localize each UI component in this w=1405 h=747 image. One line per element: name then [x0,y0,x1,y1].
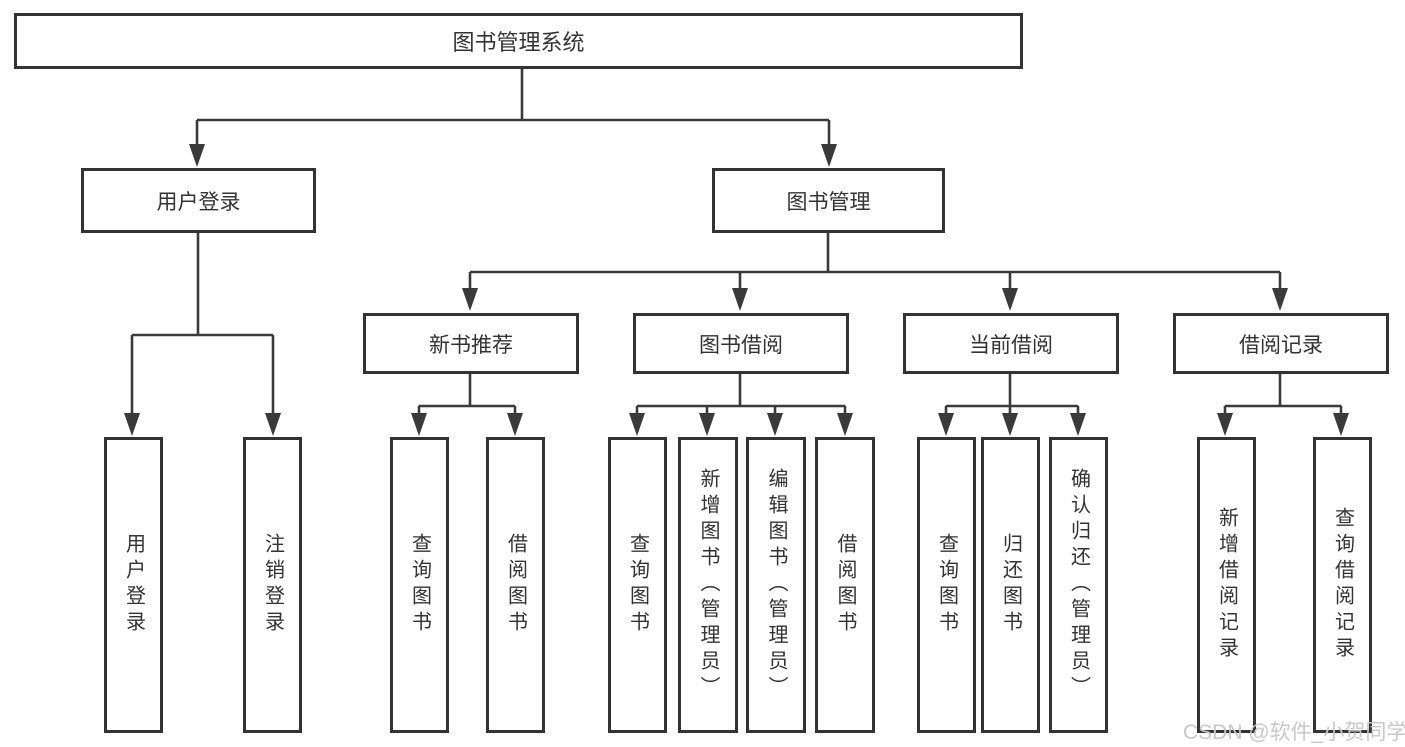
arrow-down-icon [1070,413,1086,436]
node-library-management-system: 图书管理系统 [14,13,1023,69]
node-label: 借阅图书 [834,533,856,637]
arrow-down-icon [821,144,837,167]
node-leaf-borrow-book-2: 借阅图书 [815,437,875,733]
arrow-down-icon [1333,413,1349,436]
node-borrow-record: 借阅记录 [1173,313,1389,374]
arrow-down-icon [1272,288,1288,311]
node-label: 图书管理 [786,190,871,214]
arrow-down-icon [699,413,715,436]
node-new-book-recommend: 新书推荐 [363,313,579,374]
node-label: 借阅记录 [1239,333,1323,357]
node-label: 新增图书（管理员） [697,468,719,702]
node-label: 确认归还（管理员） [1067,468,1090,702]
arrow-down-icon [507,413,523,436]
arrow-down-icon [1217,413,1233,436]
node-label: 查询图书 [935,533,958,637]
node-label: 图书借阅 [699,333,783,357]
node-leaf-confirm-return-admin: 确认归还（管理员） [1049,437,1108,733]
arrow-down-icon [629,413,645,436]
node-leaf-user-login: 用户登录 [104,437,163,733]
node-leaf-query-book-1: 查询图书 [390,437,449,733]
node-leaf-query-book-3: 查询图书 [917,437,976,733]
node-leaf-logout: 注销登录 [243,437,302,733]
arrow-down-icon [189,144,205,167]
node-label: 查询图书 [408,533,431,637]
node-leaf-return-book: 归还图书 [981,437,1040,733]
node-label: 用户登录 [122,533,145,637]
arrow-down-icon [732,288,748,311]
arrow-down-icon [462,288,478,311]
node-user-login: 用户登录 [81,168,316,233]
arrow-down-icon [1002,288,1018,311]
node-label: 当前借阅 [969,333,1053,357]
node-leaf-borrow-book-1: 借阅图书 [486,437,545,733]
node-leaf-edit-book-admin: 编辑图书（管理员） [746,437,806,733]
node-label: 新书推荐 [429,333,513,357]
node-label: 新增借阅记录 [1215,507,1238,663]
node-leaf-query-borrow-record: 查询借阅记录 [1313,437,1372,733]
node-label: 归还图书 [999,533,1022,637]
node-label: 借阅图书 [504,533,527,637]
arrow-down-icon [1002,413,1018,436]
arrow-down-icon [265,413,281,436]
node-leaf-add-book-admin: 新增图书（管理员） [678,437,738,733]
arrow-down-icon [411,413,427,436]
node-current-borrow: 当前借阅 [903,313,1119,374]
node-leaf-add-borrow-record: 新增借阅记录 [1197,437,1256,733]
node-book-management: 图书管理 [712,168,945,233]
node-label: 图书管理系统 [452,30,585,55]
node-leaf-query-book-2: 查询图书 [608,437,667,733]
arrow-down-icon [837,413,853,436]
arrow-down-icon [124,413,140,436]
csdn-watermark: CSDN @软件_小贺同学 [1183,721,1405,744]
node-book-borrow: 图书借阅 [633,313,849,374]
node-label: 查询借阅记录 [1331,507,1354,663]
arrow-down-icon [767,413,783,436]
node-label: 注销登录 [261,533,284,637]
node-label: 编辑图书（管理员） [765,468,787,702]
arrow-down-icon [938,413,954,436]
node-label: 查询图书 [626,533,649,637]
node-label: 用户登录 [156,190,241,214]
